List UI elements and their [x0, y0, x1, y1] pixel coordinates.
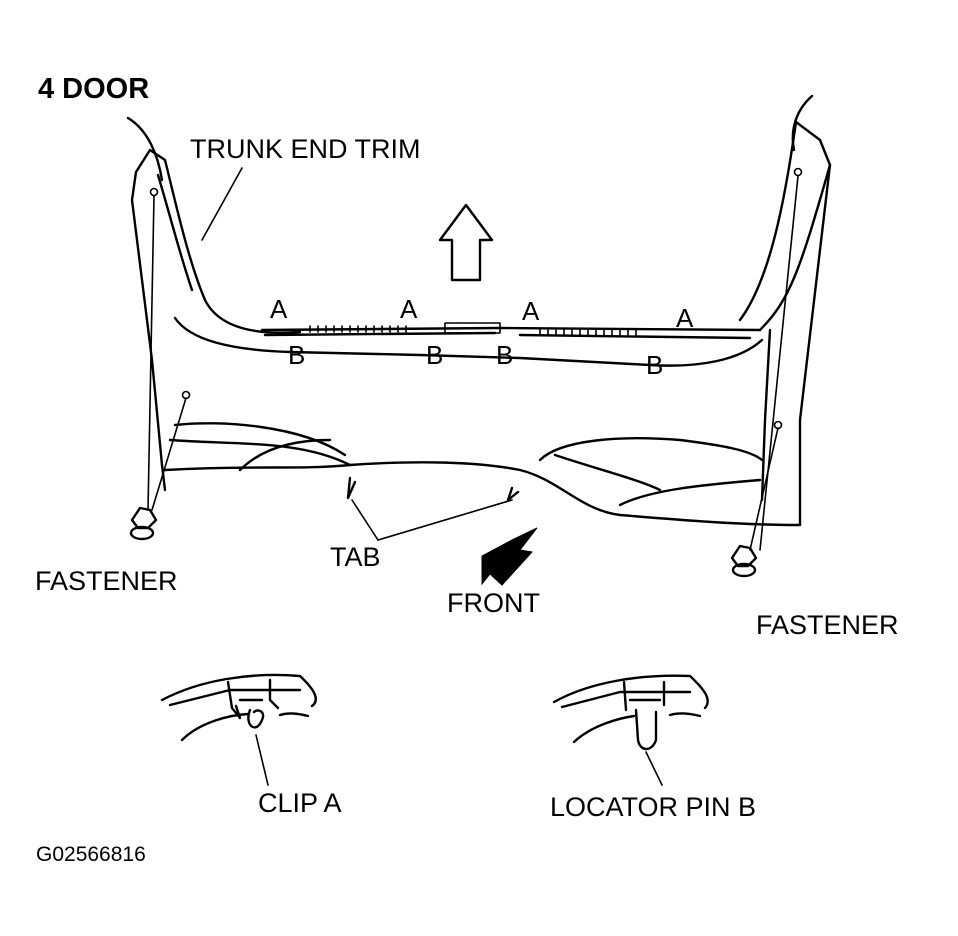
fastener-right-label: FASTENER	[756, 610, 899, 640]
up-arrow-icon	[438, 203, 494, 282]
front-label: FRONT	[447, 588, 540, 618]
locator-pin-b-label: LOCATOR PIN B	[550, 792, 756, 822]
clip-a-label: CLIP A	[258, 788, 342, 818]
pin-b-marker-2: B	[426, 340, 443, 370]
trunk-end-trim-panel	[126, 94, 832, 527]
figure-id-label: G02566816	[36, 843, 146, 866]
clip-a-detail	[160, 673, 317, 742]
fastener-left-icon	[129, 506, 158, 541]
clip-a-marker-1: A	[270, 294, 288, 324]
tab-label: TAB	[330, 542, 381, 572]
fastener-left-label: FASTENER	[35, 566, 178, 596]
pin-b-marker-4: B	[646, 350, 663, 380]
leader-lines	[147, 167, 799, 786]
locator-pin-b-detail	[552, 674, 709, 751]
fastener-right-icon	[730, 544, 758, 578]
clip-a-marker-4: A	[676, 303, 694, 333]
pin-b-marker-3: B	[496, 340, 513, 370]
clip-a-marker-3: A	[522, 296, 540, 326]
clip-a-marker-2: A	[400, 294, 418, 324]
trunk-end-trim-label: TRUNK END TRIM	[190, 134, 421, 164]
title-label: 4 DOOR	[38, 73, 149, 105]
front-arrow-icon	[481, 527, 538, 586]
pin-b-marker-1: B	[288, 340, 305, 370]
